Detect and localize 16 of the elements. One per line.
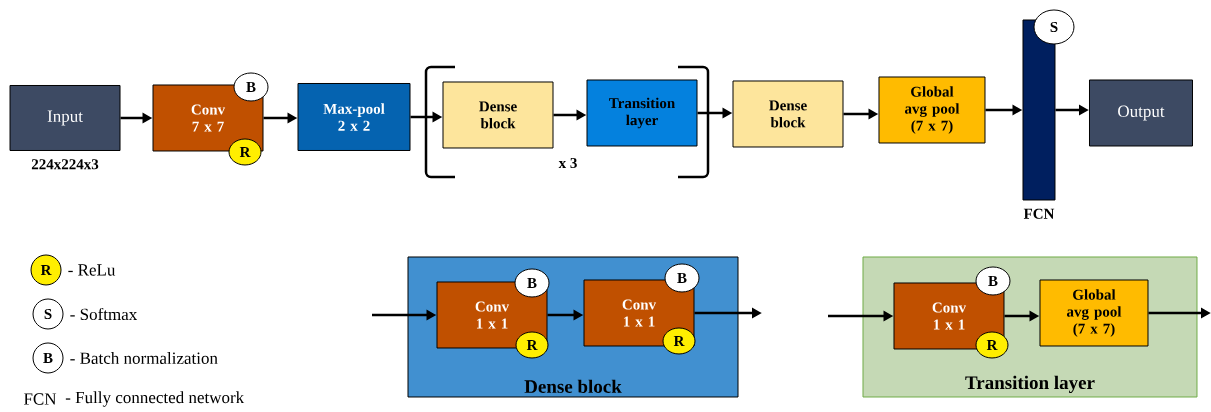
node-caption: FCN — [1023, 208, 1055, 219]
global-avg-pool-box: Global avg pool (7 x 7) — [878, 76, 986, 144]
input-box: Input — [9, 85, 121, 151]
node-caption: - Batch normalization — [70, 352, 218, 364]
output-box: Output — [1089, 79, 1193, 147]
repeat-count: x 3 — [558, 157, 577, 169]
node-caption: - ReLu — [68, 264, 116, 276]
dense-block-box: Dense block — [442, 81, 554, 149]
legend-text: - Fully connected network — [65, 391, 245, 407]
max-pool-box: Max-pool 2 x 2 — [297, 83, 411, 151]
transition-layer-box: Transition layer — [586, 79, 698, 147]
legend-text: FCN — [23, 393, 57, 405]
node-caption: 224x224x3 — [31, 159, 99, 170]
global-avg-pool-box: Global avg pool (7 x 7) — [1039, 279, 1149, 347]
node-caption: - Softmax — [70, 307, 138, 321]
dense-block-box: Dense block — [732, 80, 844, 148]
